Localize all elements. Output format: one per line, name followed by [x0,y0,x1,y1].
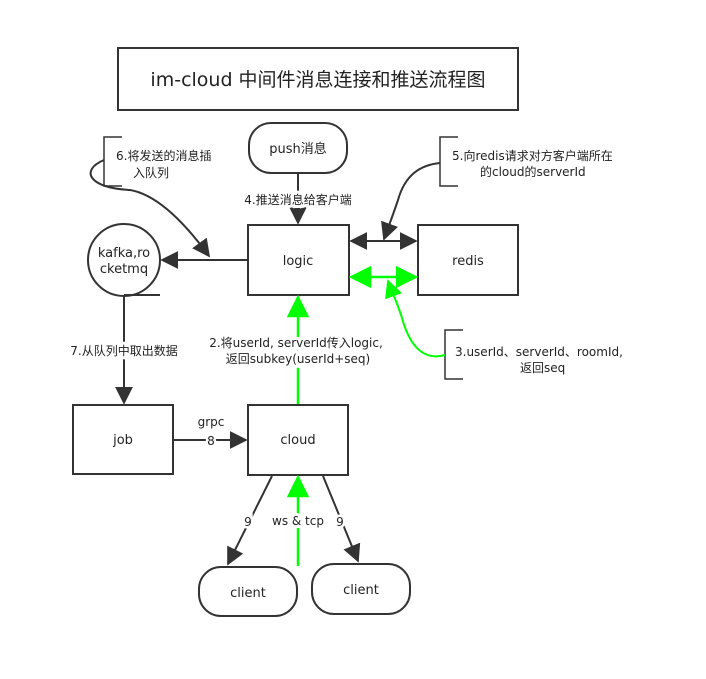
redis-node: redis [417,224,519,296]
note5-line2: 的cloud的serverId [480,164,586,179]
cloud-node-label: cloud [280,433,315,448]
note6-line1: 6.将发送的消息插 [116,148,211,163]
client-node-right-label: client [343,583,379,598]
queue-node-label-line2: cketmq [100,262,148,277]
redis-node-label: redis [452,254,484,269]
client-node-left: client [198,566,298,617]
push-node: push消息 [248,122,348,174]
note3-line2: 返回seq [520,361,565,375]
step4-label: 4.推送消息给客户端 [244,192,351,207]
title-box: im-cloud 中间件消息连接和推送流程图 [117,47,519,111]
logic-node-label: logic [283,254,314,269]
note-5: 5.向redis请求对方客户端所在 的cloud的serverId [381,136,613,241]
logic-node: logic [247,224,350,296]
ws-tcp-label: ws & tcp [272,514,324,528]
diagram-title: im-cloud 中间件消息连接和推送流程图 [150,69,485,91]
step7-label: 7.从队列中取出数据 [70,343,177,358]
note-6: 6.将发送的消息插 入队列 [89,136,211,258]
note6-line2: 入队列 [133,165,169,180]
cloud-node: cloud [247,404,349,476]
client-node-left-label: client [230,586,266,601]
left-client-step-number: 9 [244,515,252,529]
edge-cloud-to-client-right [322,475,361,563]
job-node-label: job [112,433,133,448]
step2-label-line2: 返回subkey(userId+seq) [226,352,370,366]
step2-label-line1: 2.将userId, serverId传入logic, [209,335,383,350]
note3-line1: 3.userId、serverId、roomId, [455,345,623,359]
queue-node-label-line1: kafka,ro [98,246,150,261]
push-node-label: push消息 [269,141,327,157]
note-3: 3.userId、serverId、roomId, 返回seq [385,279,623,380]
grpc-label: grpc [198,415,225,429]
note5-line1: 5.向redis请求对方客户端所在 [452,148,613,163]
grpc-step-number: 8 [207,434,215,448]
job-node: job [72,404,174,475]
right-client-step-number: 9 [336,515,344,529]
queue-node: kafka,ro cketmq [87,223,161,297]
client-node-right: client [311,563,411,615]
edge-cloud-to-client-left [227,475,273,566]
